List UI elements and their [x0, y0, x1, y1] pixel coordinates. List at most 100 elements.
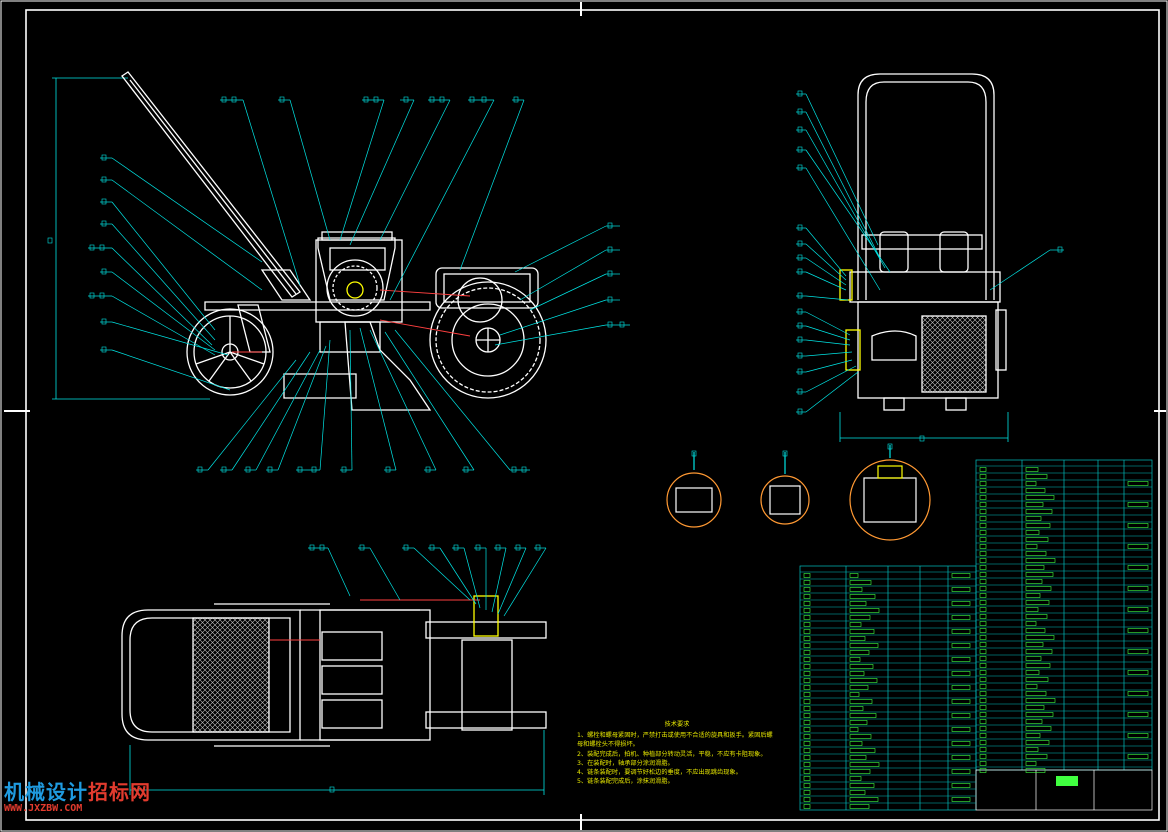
table-cell-mark — [1025, 523, 1051, 528]
table-cell-mark — [849, 650, 870, 655]
table-cell-mark — [849, 720, 868, 725]
table-cell-mark — [1025, 509, 1053, 514]
technical-note-line: 1、螺栓和螺母紧固时，严禁打击或使用不合适的旋具和扳手。紧固后螺 — [577, 732, 773, 740]
part-number-label — [797, 352, 803, 359]
table-cell-mark — [979, 488, 987, 493]
table-cell-mark — [979, 663, 987, 668]
table-cell-mark — [979, 579, 987, 584]
table-cell-mark — [849, 622, 862, 627]
table-cell-mark — [1127, 523, 1149, 528]
part-number-label — [429, 96, 435, 103]
table-cell-mark — [979, 621, 987, 626]
table-cell-mark — [803, 615, 811, 620]
part-number-label — [797, 90, 803, 97]
table-cell-mark — [979, 593, 987, 598]
table-cell-mark — [1025, 537, 1049, 542]
table-cell-mark — [849, 671, 865, 676]
parts-list — [799, 459, 1153, 811]
part-number-label — [463, 466, 469, 473]
table-cell-mark — [951, 769, 971, 774]
part-number-label — [385, 466, 391, 473]
technical-requirements: 技术要求 1、螺栓和螺母紧固时，严禁打击或使用不合适的旋具和扳手。紧固后螺 母和… — [577, 720, 817, 786]
table-cell-mark — [979, 719, 987, 724]
table-cell-mark — [1025, 642, 1044, 647]
part-number-label — [691, 450, 697, 457]
table-cell-mark — [849, 783, 875, 788]
part-number-label — [221, 96, 227, 103]
part-number-label — [797, 368, 803, 375]
technical-note-line: 2、装配完成后，拍机、种植部分转动灵活，平稳，不应有卡阻现象。 — [577, 750, 767, 758]
table-cell-mark — [803, 741, 811, 746]
table-cell-mark — [803, 622, 811, 627]
table-cell-mark — [803, 776, 811, 781]
table-cell-mark — [979, 656, 987, 661]
part-number-label — [89, 244, 95, 251]
table-cell-mark — [803, 713, 811, 718]
table-cell-mark — [803, 636, 811, 641]
table-cell-mark — [1127, 481, 1149, 486]
table-cell-mark — [1127, 586, 1149, 591]
table-cell-mark — [803, 580, 811, 585]
part-number-label — [359, 544, 365, 551]
table-cell-mark — [979, 642, 987, 647]
part-number-label — [887, 443, 893, 450]
part-number-label — [782, 450, 788, 457]
part-number-label — [475, 544, 481, 551]
part-number-label — [341, 466, 347, 473]
top-view — [121, 547, 547, 795]
part-number-label — [297, 466, 303, 473]
table-cell-mark — [849, 678, 878, 683]
table-cell-mark — [849, 594, 876, 599]
table-cell-mark — [849, 657, 861, 662]
part-number-label — [797, 336, 803, 343]
table-cell-mark — [1025, 516, 1042, 521]
part-number-label — [797, 240, 803, 247]
table-cell-mark — [951, 629, 971, 634]
table-cell-mark — [951, 615, 971, 620]
table-cell-mark — [979, 509, 987, 514]
table-cell-mark — [849, 615, 871, 620]
table-cell-mark — [979, 600, 987, 605]
table-cell-mark — [951, 685, 971, 690]
part-number-label — [469, 96, 475, 103]
technical-note-line: 4、链条装配时，要调节好松边的垂度，不应出现跳齿现象。 — [577, 769, 742, 777]
part-number-label — [101, 346, 107, 353]
table-cell-mark — [1025, 719, 1043, 724]
part-number-label — [101, 220, 107, 227]
part-number-label — [535, 544, 541, 551]
part-number-label — [607, 246, 613, 253]
table-cell-mark — [979, 698, 987, 703]
part-number-label — [797, 126, 803, 133]
part-number-label — [797, 146, 803, 153]
table-cell-mark — [951, 699, 971, 704]
part-number-label — [279, 96, 285, 103]
part-number-label — [403, 96, 409, 103]
table-cell-mark — [979, 705, 987, 710]
table-cell-mark — [849, 601, 867, 606]
technical-note-line: 母和螺栓头不得损坏。 — [577, 741, 639, 749]
table-cell-mark — [1127, 712, 1149, 717]
table-cell-mark — [1025, 488, 1046, 493]
part-number-label — [245, 466, 251, 473]
part-number-label — [607, 321, 613, 328]
part-number-label — [329, 786, 335, 793]
table-cell-mark — [803, 671, 811, 676]
part-number-label — [607, 296, 613, 303]
table-cell-mark — [849, 762, 880, 767]
table-cell-mark — [1025, 572, 1054, 577]
table-cell-mark — [1127, 565, 1149, 570]
table-cell-mark — [1025, 495, 1055, 500]
table-cell-mark — [803, 769, 811, 774]
part-number-label — [511, 466, 517, 473]
table-cell-mark — [979, 677, 987, 682]
part-number-label — [919, 435, 925, 442]
table-cell-mark — [1127, 607, 1149, 612]
table-cell-mark — [1127, 628, 1149, 633]
part-number-label — [521, 466, 527, 473]
table-cell-mark — [951, 713, 971, 718]
table-cell-mark — [849, 769, 871, 774]
part-number-label — [607, 222, 613, 229]
table-cell-mark — [951, 643, 971, 648]
table-cell-mark — [979, 670, 987, 675]
